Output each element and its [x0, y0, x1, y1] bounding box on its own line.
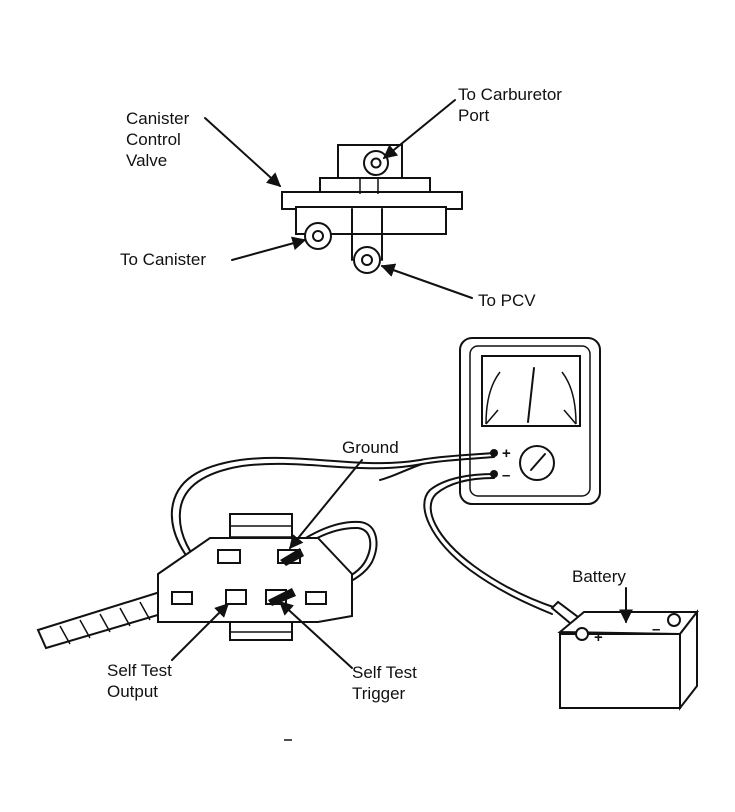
- label-to-carburetor-line1: To Carburetor: [458, 85, 562, 104]
- label-to-pcv: To PCV: [478, 291, 536, 310]
- label-self-test-trigger-line1: Self Test: [352, 663, 417, 682]
- arrow-self-test-trigger: [278, 601, 353, 669]
- meter-plus-sign: +: [502, 445, 511, 462]
- label-self-test-output-line2: Output: [107, 682, 158, 701]
- self-test-output-terminal: [225, 589, 247, 605]
- self-test-connector: [36, 513, 353, 650]
- arrow-ground: [289, 459, 363, 550]
- arrow-canister-control-valve: [204, 117, 282, 187]
- battery-minus-sign: –: [652, 621, 660, 638]
- arrow-to-carburetor: [382, 99, 456, 159]
- label-canister-control-valve-line3: Valve: [126, 151, 167, 170]
- label-to-carburetor-line2: Port: [458, 106, 489, 125]
- battery: + –: [557, 609, 700, 711]
- meter-needle: [527, 367, 535, 423]
- label-ground: Ground: [342, 438, 399, 457]
- label-self-test-trigger-line2: Trigger: [352, 684, 406, 703]
- analog-voltmeter: + –: [459, 337, 601, 505]
- meter-minus-sign: –: [502, 467, 510, 484]
- label-canister-control-valve-line1: Canister: [126, 109, 190, 128]
- ground-clip: [280, 548, 304, 566]
- connector-housing: [157, 537, 353, 623]
- battery-front: [559, 633, 681, 709]
- arrow-self-test-output: [171, 603, 229, 661]
- label-to-canister: To Canister: [120, 250, 206, 269]
- label-self-test-output-line1: Self Test: [107, 661, 172, 680]
- arrow-to-canister: [231, 236, 307, 261]
- battery-positive-post: [575, 627, 589, 641]
- arrow-to-pcv: [380, 263, 473, 299]
- canister-control-valve: [281, 144, 463, 274]
- battery-negative-post: [667, 613, 681, 627]
- battery-plus-sign: +: [594, 629, 603, 646]
- label-battery: Battery: [572, 567, 626, 586]
- label-canister-control-valve-line2: Control: [126, 130, 181, 149]
